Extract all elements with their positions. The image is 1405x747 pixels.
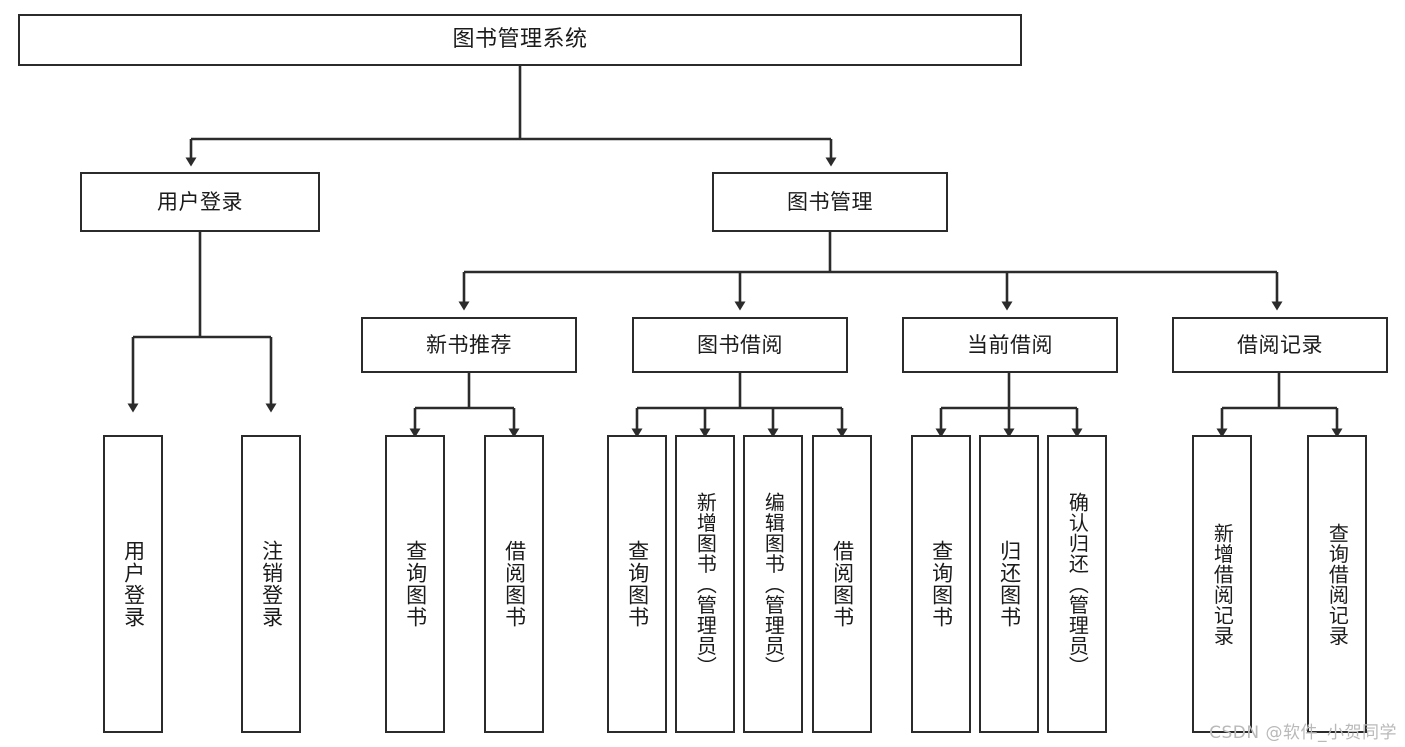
node-label: 新增图书（管理员） bbox=[693, 491, 718, 677]
node-label: 注销登录 bbox=[259, 540, 284, 628]
node-label: 图书管理 bbox=[787, 189, 873, 214]
node-leaf-return-book[interactable]: 归还图书 bbox=[979, 435, 1039, 733]
node-label: 图书管理系统 bbox=[452, 27, 588, 53]
node-label: 归还图书 bbox=[997, 540, 1022, 628]
node-label: 用户登录 bbox=[121, 540, 146, 628]
node-label: 新书推荐 bbox=[426, 332, 512, 357]
node-leaf-query-book-borrow[interactable]: 查询图书 bbox=[607, 435, 667, 733]
node-leaf-add-book-admin[interactable]: 新增图书（管理员） bbox=[675, 435, 735, 733]
watermark-text: CSDN @软件_小贺同学 bbox=[1209, 723, 1397, 743]
node-label: 查询图书 bbox=[625, 540, 650, 628]
node-leaf-confirm-return-admin[interactable]: 确认归还（管理员） bbox=[1047, 435, 1107, 733]
node-label: 借阅图书 bbox=[830, 540, 855, 628]
node-label: 查询图书 bbox=[929, 540, 954, 628]
node-label: 确认归还（管理员） bbox=[1065, 491, 1090, 677]
node-leaf-logout[interactable]: 注销登录 bbox=[241, 435, 301, 733]
node-label: 查询图书 bbox=[403, 540, 428, 628]
node-label: 查询借阅记录 bbox=[1325, 522, 1350, 646]
node-label: 编辑图书（管理员） bbox=[761, 491, 786, 677]
node-book-borrowing[interactable]: 图书借阅 bbox=[632, 317, 848, 373]
node-user-login[interactable]: 用户登录 bbox=[80, 172, 320, 232]
node-leaf-borrow-book[interactable]: 借阅图书 bbox=[812, 435, 872, 733]
node-new-book-recommendation[interactable]: 新书推荐 bbox=[361, 317, 577, 373]
node-leaf-query-book-new[interactable]: 查询图书 bbox=[385, 435, 445, 733]
node-label: 借阅图书 bbox=[502, 540, 527, 628]
node-label: 图书借阅 bbox=[697, 332, 783, 357]
node-leaf-add-borrow-record[interactable]: 新增借阅记录 bbox=[1192, 435, 1252, 733]
node-root-book-management-system[interactable]: 图书管理系统 bbox=[18, 14, 1022, 66]
node-leaf-edit-book-admin[interactable]: 编辑图书（管理员） bbox=[743, 435, 803, 733]
node-label: 新增借阅记录 bbox=[1210, 522, 1235, 646]
node-book-management[interactable]: 图书管理 bbox=[712, 172, 948, 232]
node-leaf-query-borrow-record[interactable]: 查询借阅记录 bbox=[1307, 435, 1367, 733]
node-label: 当前借阅 bbox=[967, 332, 1053, 357]
node-leaf-borrow-book-new[interactable]: 借阅图书 bbox=[484, 435, 544, 733]
node-borrowing-records[interactable]: 借阅记录 bbox=[1172, 317, 1388, 373]
node-label: 借阅记录 bbox=[1237, 332, 1323, 357]
node-current-borrowing[interactable]: 当前借阅 bbox=[902, 317, 1118, 373]
node-leaf-user-login[interactable]: 用户登录 bbox=[103, 435, 163, 733]
node-label: 用户登录 bbox=[157, 189, 243, 214]
node-leaf-query-book-current[interactable]: 查询图书 bbox=[911, 435, 971, 733]
